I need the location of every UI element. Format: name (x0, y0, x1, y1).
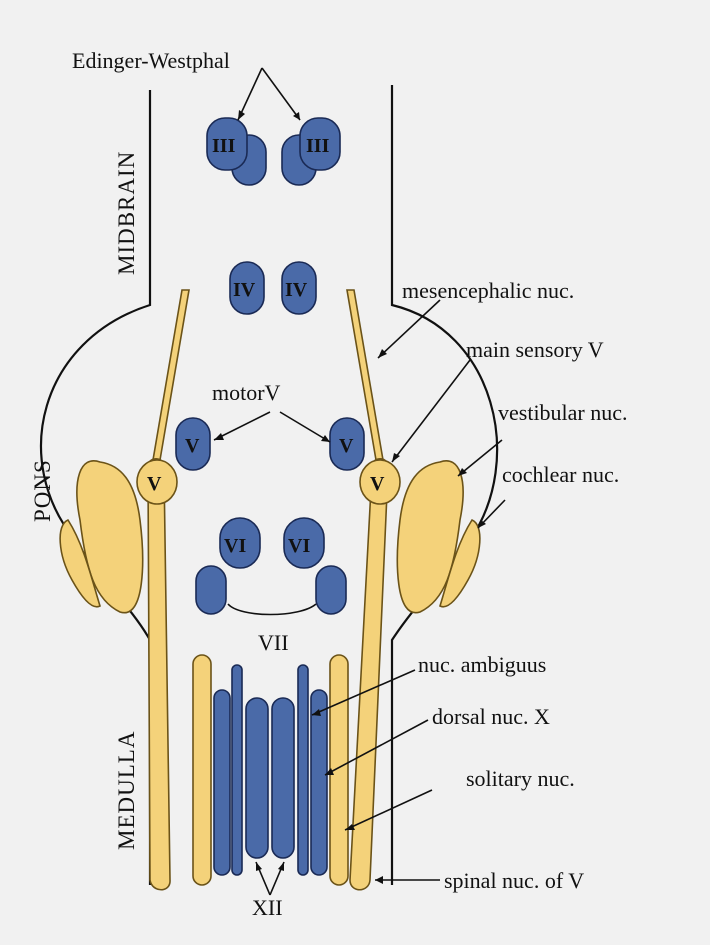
ambiguus-label: nuc. ambiguus (418, 652, 546, 677)
right-hypoglossal-nucleus (272, 698, 294, 858)
mesencephalic-label: mesencephalic nuc. (402, 278, 574, 303)
medulla-label: MEDULLA (114, 731, 139, 850)
right-dorsal-x-column (311, 690, 327, 875)
right-facial-nucleus (316, 566, 346, 614)
right-ambiguus-column (298, 665, 308, 875)
vestibular-label: vestibular nuc. (498, 400, 628, 425)
left-ambiguus-column (232, 665, 242, 875)
left-motor-v-label: V (185, 435, 200, 457)
right-iv-label: IV (285, 279, 308, 301)
spinal-v-label: spinal nuc. of V (444, 868, 584, 893)
left-spinal-v-column (148, 459, 170, 890)
left-iv-label: IV (233, 279, 256, 301)
midbrain-label: MIDBRAIN (114, 151, 139, 275)
right-vi-label: VI (288, 535, 310, 557)
solitary-label: solitary nuc. (466, 766, 575, 791)
right-iii-label: III (306, 135, 330, 157)
left-solitary-column (193, 655, 211, 885)
left-iii-label: III (212, 135, 236, 157)
pons-label: PONS (30, 459, 55, 522)
left-hypoglossal-nucleus (246, 698, 268, 858)
main-sensory-label: main sensory V (466, 337, 604, 362)
xii-label: XII (252, 895, 283, 920)
left-vi-label: VI (224, 535, 246, 557)
cochlear-label: cochlear nuc. (502, 462, 619, 487)
left-main-sensory-v-label: V (147, 473, 162, 495)
right-main-sensory-v-label: V (370, 473, 385, 495)
right-motor-v-label: V (339, 435, 354, 457)
left-facial-nucleus (196, 566, 226, 614)
dorsal-x-label: dorsal nuc. X (432, 704, 550, 729)
vii-label: VII (258, 630, 289, 655)
motor-v-label: motorV (212, 380, 281, 405)
edinger-westphal-label: Edinger-Westphal (72, 48, 230, 73)
left-dorsal-x-column (214, 690, 230, 875)
